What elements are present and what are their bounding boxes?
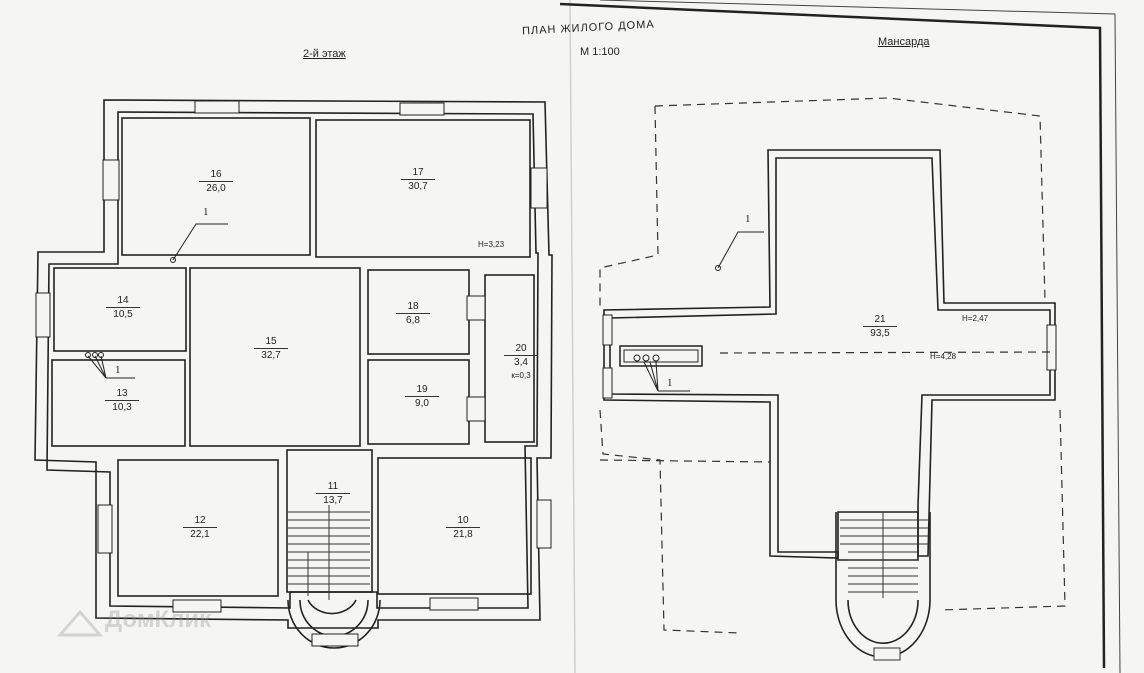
paper-fold-line <box>569 0 576 673</box>
drawing-frame <box>559 2 1106 669</box>
room-15 <box>189 267 361 447</box>
attic-callout-1a: 1 <box>745 213 751 225</box>
attic-title: Мансарда <box>878 36 930 48</box>
room-12 <box>117 459 279 597</box>
floor2-callout-1a: 1 <box>203 206 209 218</box>
attic-windows <box>602 314 1057 399</box>
floor2-windows <box>35 100 552 647</box>
room-13 <box>51 359 186 447</box>
watermark-logo <box>56 609 104 637</box>
frame-inner-line <box>599 0 1121 673</box>
drawing-scale: М 1:100 <box>580 46 620 58</box>
room-14 <box>53 267 187 352</box>
watermark-text: ДомКлик <box>105 606 212 633</box>
attic-height-note-2: Н=4,28 <box>930 352 957 361</box>
floor2-stair-bay <box>287 599 381 649</box>
floor2-stair-curve <box>307 599 357 615</box>
floor2-doors <box>140 260 420 456</box>
room-20 <box>484 274 535 443</box>
attic-callout-1b: 1 <box>667 377 673 389</box>
floor2-title: 2-й этаж <box>303 48 346 60</box>
room-17 <box>315 119 531 258</box>
floor2-inner-wall <box>46 111 539 609</box>
attic-roof-outline <box>599 97 1066 634</box>
room-16 <box>121 117 311 256</box>
floor2-outer-wall <box>34 99 553 629</box>
attic-stair-bay-inner <box>847 599 919 644</box>
attic-height-note-1: Н=2,47 <box>962 314 989 323</box>
attic-chimney <box>619 345 703 367</box>
attic-chimney-inner <box>623 349 699 363</box>
attic-stairs <box>840 512 928 661</box>
floor2-callout-leaders <box>85 223 228 379</box>
room-10 <box>377 457 532 595</box>
floor2-callout-1b: 1 <box>115 364 121 376</box>
floor2-stairs <box>288 505 370 600</box>
floor2-height-note: Н=3,23 <box>478 240 505 249</box>
attic-callout-leaders <box>633 231 764 392</box>
